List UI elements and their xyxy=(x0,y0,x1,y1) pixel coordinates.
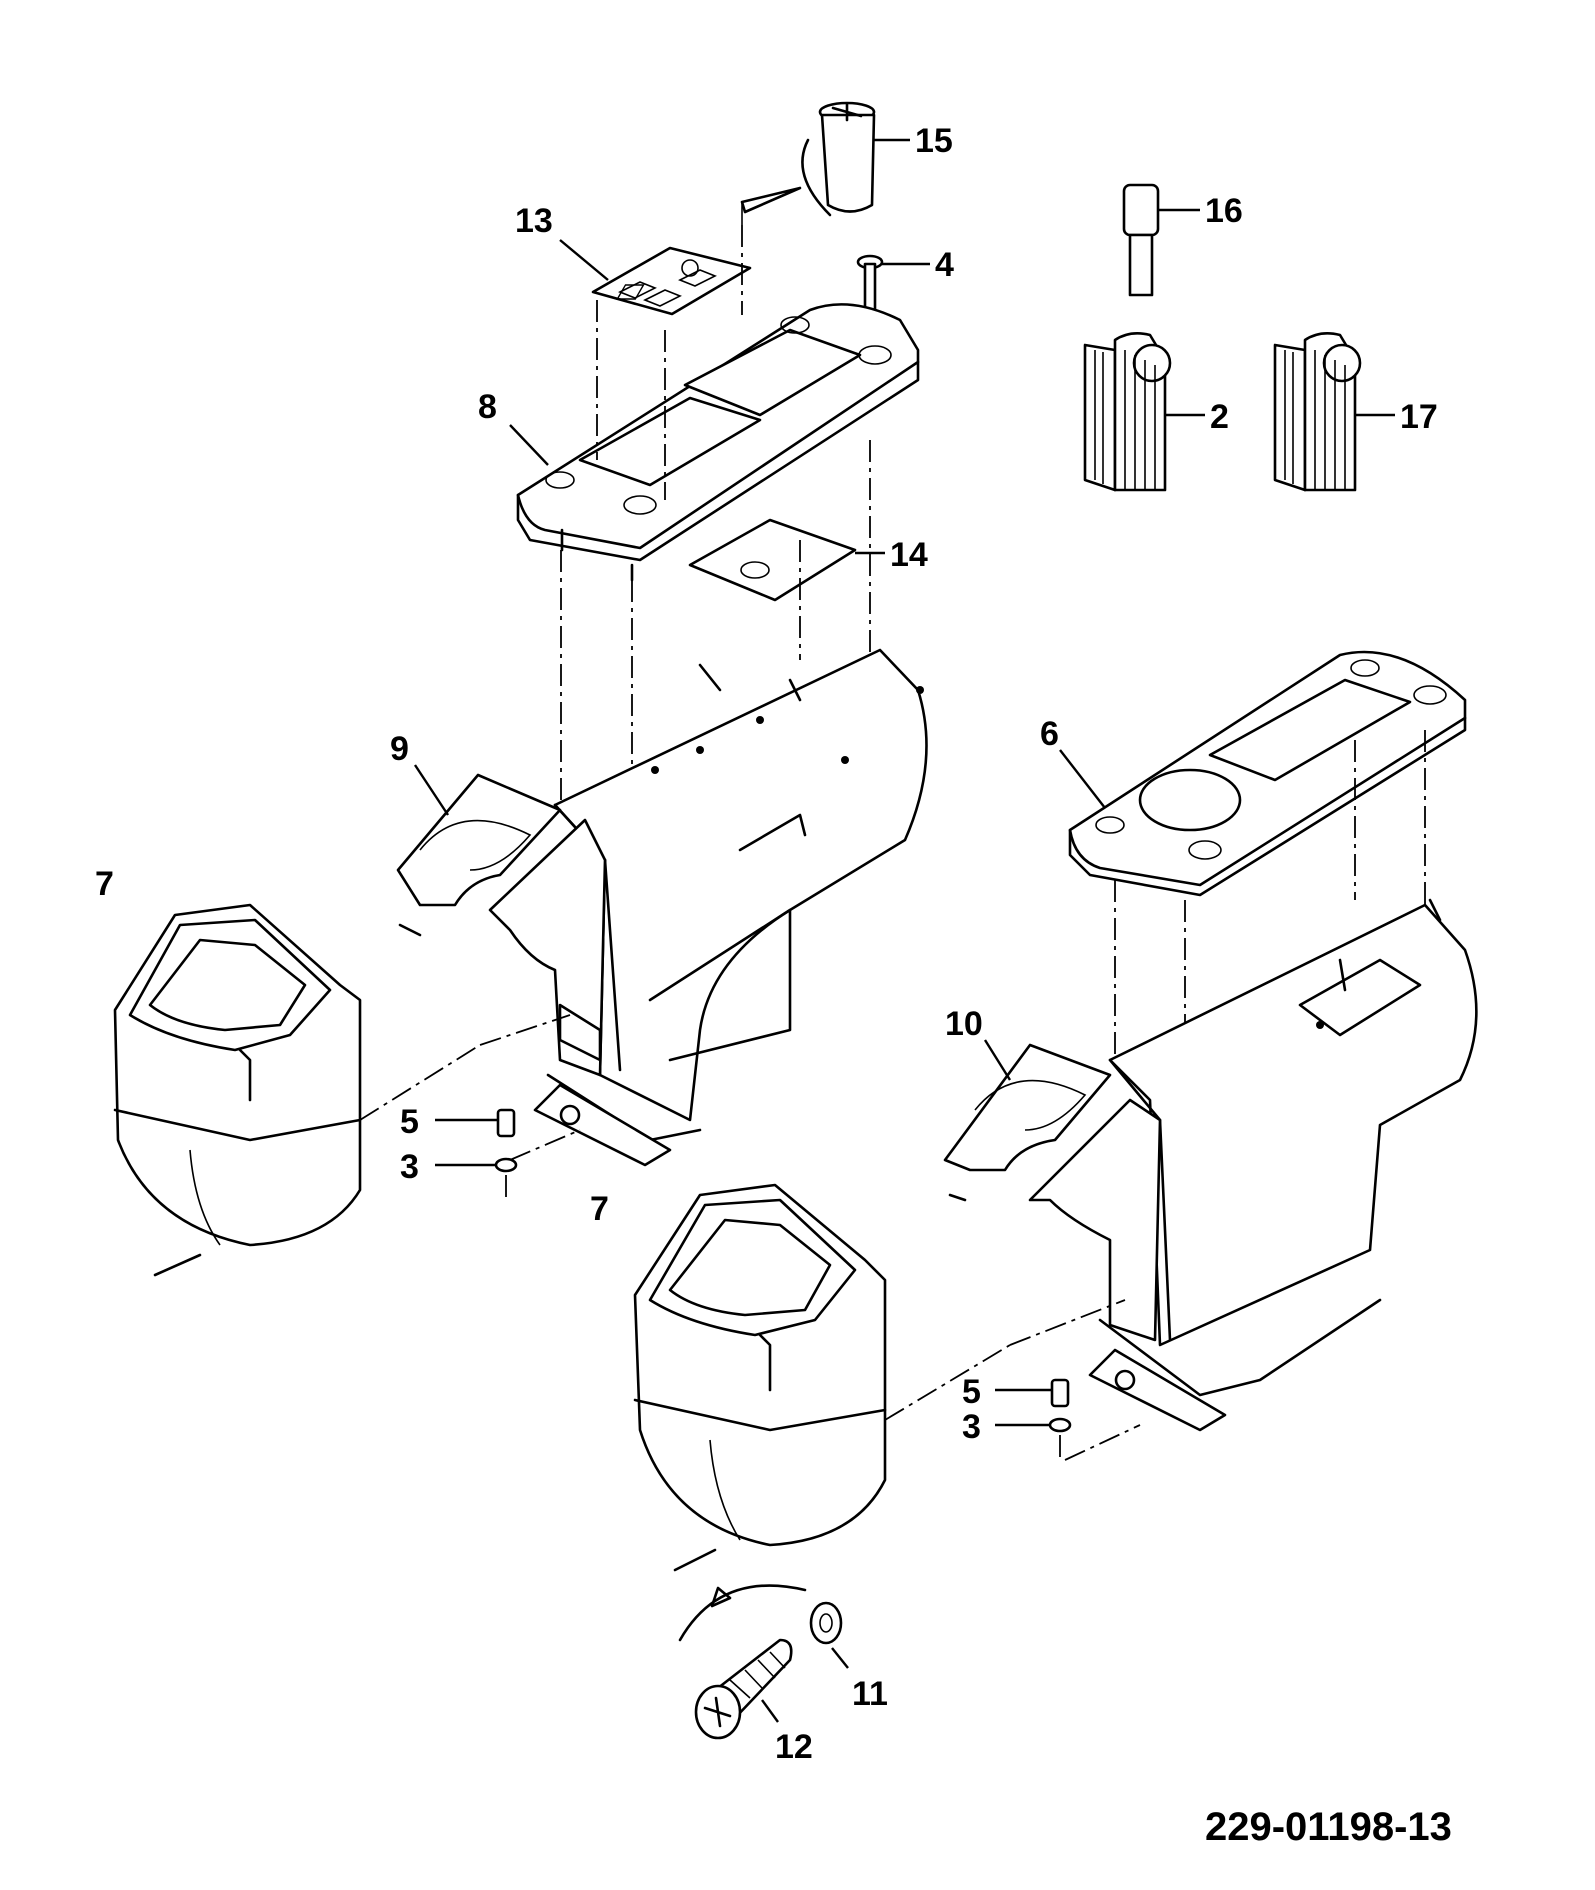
callout-5-left: 5 xyxy=(400,1103,419,1141)
callout-2: 2 xyxy=(1210,398,1229,436)
callout-15: 15 xyxy=(915,122,953,160)
knob-part-15 xyxy=(740,101,910,225)
callout-14: 14 xyxy=(890,536,928,574)
switch-plate-part-13 xyxy=(559,239,752,316)
assembly-lines-left-cowl xyxy=(359,1014,581,1161)
callout-12: 12 xyxy=(775,1728,813,1766)
callout-8: 8 xyxy=(478,388,497,426)
screw-part-4 xyxy=(856,254,930,320)
callout-4: 4 xyxy=(935,246,954,284)
cowl-part-7-left xyxy=(113,903,362,1277)
top-cover-part-8 xyxy=(509,303,920,582)
pin-part-16 xyxy=(1122,183,1200,297)
assembly-lines-upper xyxy=(560,225,871,830)
cowl-part-7-right xyxy=(633,1183,887,1572)
assembly-lines-right-cowl xyxy=(884,1299,1141,1461)
drawing-code: 229-01198-13 xyxy=(1205,1805,1452,1849)
callout-11: 11 xyxy=(852,1675,888,1713)
callout-6: 6 xyxy=(1040,715,1059,753)
top-cover-part-6 xyxy=(1059,650,1467,897)
callout-16: 16 xyxy=(1205,192,1243,230)
callout-7-right: 7 xyxy=(590,1190,609,1228)
bolt-washer-left xyxy=(435,1108,518,1200)
console-frame-part-10 xyxy=(943,898,1478,1432)
callout-3-right: 3 xyxy=(962,1408,981,1446)
seal-profile-part-17 xyxy=(1273,332,1395,492)
callout-7-left: 7 xyxy=(95,865,114,903)
callout-9: 9 xyxy=(390,730,409,768)
callout-5-right: 5 xyxy=(962,1373,981,1411)
seal-profile-part-2 xyxy=(1083,332,1205,492)
console-frame-part-9 xyxy=(396,648,928,1167)
callout-labels: 15 16 13 4 8 2 17 14 9 6 7 10 5 3 7 5 3 … xyxy=(95,122,1438,1766)
bolt-washer-right xyxy=(995,1378,1072,1460)
callout-13: 13 xyxy=(515,202,553,240)
plate-part-14 xyxy=(688,518,885,602)
callout-3-left: 3 xyxy=(400,1148,419,1186)
callout-10: 10 xyxy=(945,1005,983,1043)
callout-17: 17 xyxy=(1400,398,1438,436)
detail-bolt-washer xyxy=(678,1584,849,1740)
